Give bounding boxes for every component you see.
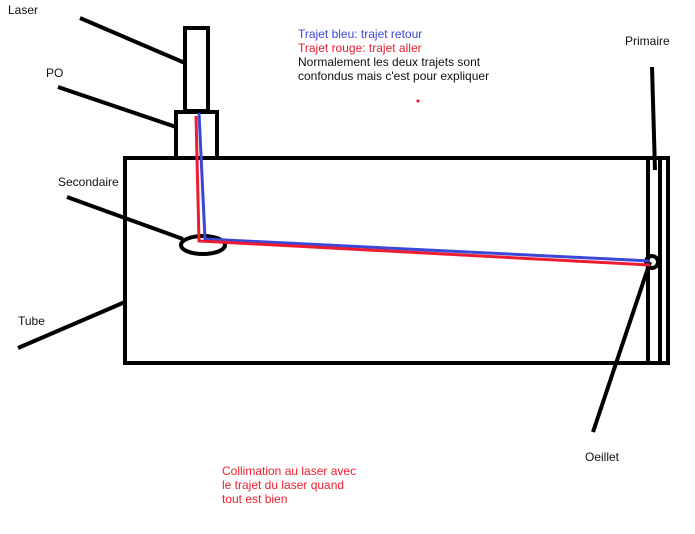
legend-blue: Trajet bleu: trajet retour xyxy=(298,27,423,41)
legend-red: Trajet rouge: trajet aller xyxy=(298,41,422,55)
caption-line-1: Collimation au laser avec xyxy=(222,464,357,478)
laser-body xyxy=(183,26,210,113)
label-primaire: Primaire xyxy=(625,34,670,48)
pointer-oeillet xyxy=(591,261,652,433)
caption-line-3: tout est bien xyxy=(222,492,288,506)
label-secondaire: Secondaire xyxy=(58,175,119,189)
tube-body xyxy=(123,156,670,365)
pointer-secondaire xyxy=(66,195,184,241)
legend-note-2: confondus mais c'est pour expliquer xyxy=(298,69,490,83)
label-laser: Laser xyxy=(8,3,39,17)
secondary-mirror xyxy=(179,234,227,256)
legend: Trajet bleu: trajet retour Trajet rouge:… xyxy=(298,27,489,83)
red-dot xyxy=(416,99,420,103)
pointer-primaire xyxy=(650,66,657,171)
pointer-tube xyxy=(17,300,126,350)
pointer-laser xyxy=(79,16,186,65)
label-tube: Tube xyxy=(18,314,45,328)
caption: Collimation au laser avec le trajet du l… xyxy=(222,464,356,506)
legend-note-1: Normalement les deux trajets sont xyxy=(298,55,481,69)
label-po: PO xyxy=(46,66,64,80)
pointer-po xyxy=(57,85,177,129)
laser-path-return-blue xyxy=(197,112,651,263)
caption-line-2: le trajet du laser quand xyxy=(222,478,345,492)
laser-path-outgoing-red xyxy=(194,115,651,267)
label-oeillet: Oeillet xyxy=(585,450,620,464)
